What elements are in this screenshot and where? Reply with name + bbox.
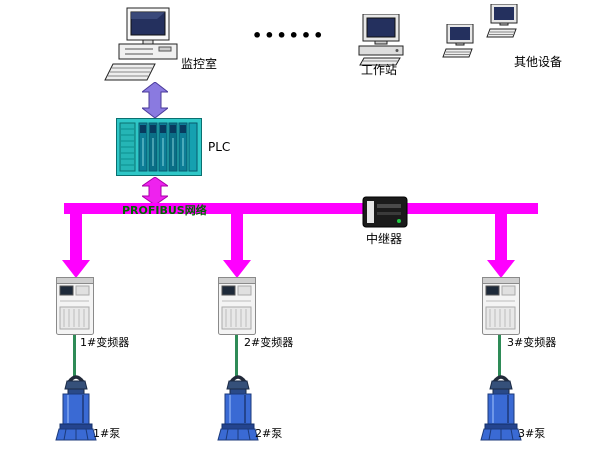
inverter-icon-2 <box>218 277 256 335</box>
bus-drop-arrow-2 <box>223 212 251 278</box>
monitor-room-label: 监控室 <box>181 57 218 71</box>
profibus-bus-label: PROFIBUS网络 <box>122 204 207 217</box>
inverter-icon-3 <box>482 277 520 335</box>
repeater-icon <box>362 196 408 228</box>
bus-uplink-arrow <box>142 177 168 205</box>
workstation-label: 工作站 <box>361 63 398 77</box>
repeater-label: 中继器 <box>366 232 403 246</box>
workstation-computer-icon <box>356 14 408 66</box>
pump-label-3: 3#泵 <box>518 427 546 440</box>
inverter-label-2: 2#变频器 <box>244 336 294 349</box>
pump-label-1: 1#泵 <box>93 427 121 440</box>
plc-uplink-arrow <box>142 82 168 118</box>
inverter-label-1: 1#变频器 <box>80 336 130 349</box>
pump-icon-2 <box>216 372 260 442</box>
other-device-icon <box>484 4 524 40</box>
other-devices-label: 其他设备 <box>514 55 563 69</box>
other-device-icon <box>440 24 480 60</box>
profibus-bus-line <box>64 203 538 214</box>
monitoring-computer-icon <box>103 6 193 84</box>
ellipsis-dots: •••••• <box>252 26 326 45</box>
pump-cable-line-1 <box>73 335 76 377</box>
pump-icon-1 <box>54 372 98 442</box>
pump-label-2: 2#泵 <box>255 427 283 440</box>
pump-cable-line-2 <box>235 335 238 377</box>
bus-drop-arrow-3 <box>487 212 515 278</box>
plc-label: PLC <box>208 140 231 154</box>
inverter-label-3: 3#变频器 <box>507 336 557 349</box>
pump-icon-3 <box>479 372 523 442</box>
inverter-icon-1 <box>56 277 94 335</box>
pump-cable-line-3 <box>498 335 501 377</box>
plc-rack-icon <box>116 118 202 176</box>
bus-drop-arrow-1 <box>62 212 90 278</box>
